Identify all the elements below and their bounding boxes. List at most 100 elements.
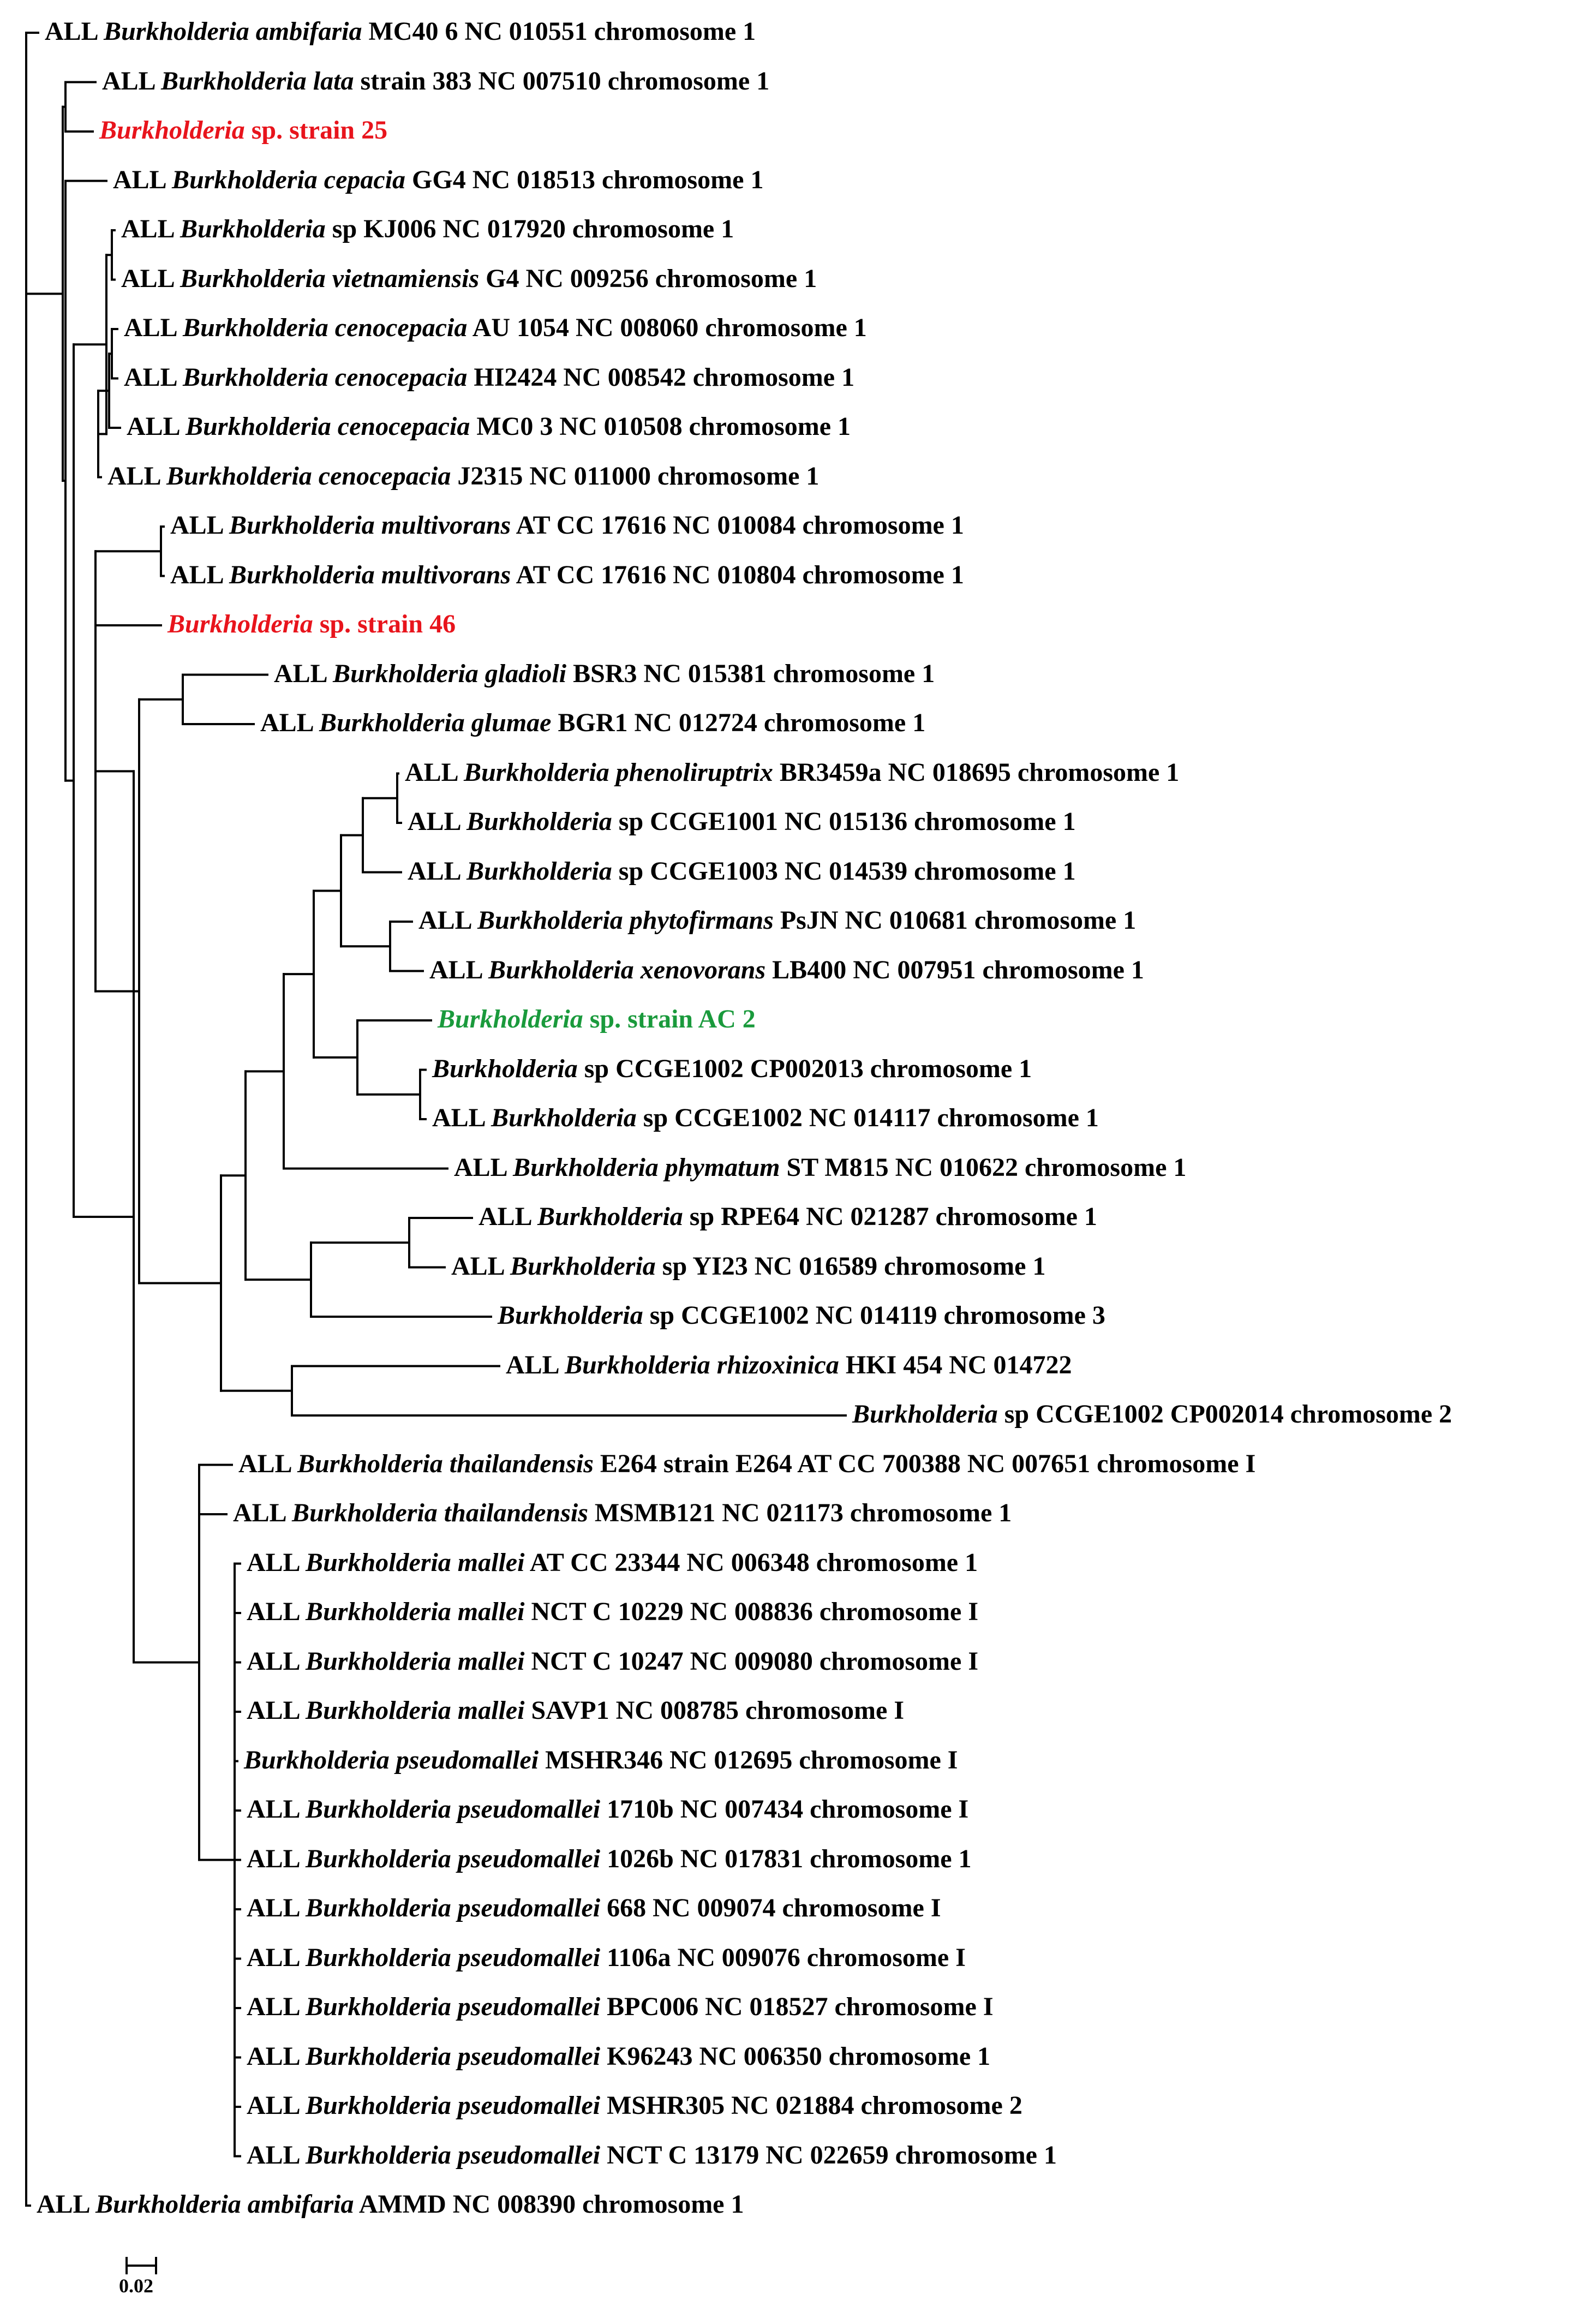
leaf-rest: AT CC 17616 NC 010804 chromosome 1 (516, 560, 964, 589)
leaf-rest: MSHR346 NC 012695 chromosome I (545, 1745, 958, 1775)
leaf-genus: Burkholderia (306, 1893, 451, 1922)
leaf-label-t35: ALL Burkholderia mallei SAVP1 NC 008785 … (247, 1695, 904, 1726)
leaf-prefix: ALL (233, 1498, 286, 1527)
leaf-species: thailandensis (449, 1449, 594, 1478)
leaf-species: vietnamiensis (332, 264, 480, 293)
leaf-prefix: ALL (127, 412, 180, 441)
leaf-prefix: ALL (247, 1548, 300, 1577)
leaf-genus: Burkholderia (306, 1548, 451, 1577)
leaf-species: pseudomallei (396, 1745, 539, 1775)
leaf-genus: Burkholderia (537, 1202, 683, 1231)
leaf-genus: Burkholderia (99, 116, 245, 145)
leaf-genus: Burkholderia (306, 1696, 451, 1725)
leaf-genus: Burkholderia (229, 511, 375, 540)
leaf-genus: Burkholderia (186, 412, 331, 441)
leaf-label-t26: ALL Burkholderia sp YI23 NC 016589 chrom… (451, 1251, 1045, 1282)
leaf-species: pseudomallei (457, 1943, 601, 1972)
leaf-label-t38: ALL Burkholderia pseudomallei 1026b NC 0… (247, 1844, 972, 1874)
leaf-genus: Burkholderia (95, 2190, 241, 2219)
leaf-species: multivorans (381, 511, 511, 540)
leaf-label-t15: ALL Burkholderia glumae BGR1 NC 012724 c… (260, 708, 925, 738)
leaf-label-t42: ALL Burkholderia pseudomallei K96243 NC … (247, 2041, 990, 2072)
leaf-label-t45: ALL Burkholderia ambifaria AMMD NC 00839… (37, 2189, 744, 2220)
leaf-prefix: ALL (124, 313, 177, 342)
leaf-label-t36: Burkholderia pseudomallei MSHR346 NC 012… (244, 1745, 958, 1776)
leaf-species: phenoliruptrix (615, 757, 773, 787)
leaf-rest: sp. strain 25 (251, 116, 388, 145)
leaf-species: phytofirmans (629, 906, 774, 935)
leaf-prefix: ALL (238, 1449, 291, 1478)
leaf-species: cenocepacia (334, 362, 468, 392)
leaf-prefix: ALL (247, 2091, 300, 2120)
leaf-label-t8: ALL Burkholderia cenocepacia HI2424 NC 0… (124, 362, 854, 393)
leaf-species: rhizoxinica (716, 1350, 839, 1379)
leaf-prefix: ALL (45, 17, 98, 46)
leaf-rest: MSMB121 NC 021173 chromosome 1 (594, 1498, 1012, 1527)
leaf-label-t3: Burkholderia sp. strain 25 (99, 115, 387, 146)
leaf-genus: Burkholderia (306, 1844, 451, 1873)
leaf-species: pseudomallei (457, 2041, 601, 2071)
leaf-genus: Burkholderia (306, 1597, 451, 1626)
leaf-rest: MC40 6 NC 010551 chromosome 1 (368, 17, 756, 46)
leaf-genus: Burkholderia (306, 2041, 451, 2071)
leaf-rest: sp KJ006 NC 017920 chromosome 1 (332, 214, 734, 243)
leaf-species: cepacia (324, 165, 406, 194)
leaf-rest: 668 NC 009074 chromosome I (607, 1893, 941, 1922)
leaf-rest: HI2424 NC 008542 chromosome 1 (474, 362, 855, 392)
leaf-prefix: ALL (274, 659, 327, 688)
leaf-species: phymatum (665, 1152, 780, 1182)
leaf-species: cenocepacia (318, 461, 451, 491)
leaf-genus: Burkholderia (172, 165, 318, 194)
leaf-prefix: ALL (506, 1350, 559, 1379)
leaf-genus: Burkholderia (466, 807, 612, 836)
leaf-label-t21: Burkholderia sp. strain AC 2 (438, 1004, 756, 1035)
leaf-genus: Burkholderia (319, 708, 465, 737)
leaf-species: ambifaria (247, 2190, 354, 2219)
leaf-label-t12: ALL Burkholderia multivorans AT CC 17616… (170, 560, 964, 590)
leaf-prefix: ALL (408, 807, 460, 836)
leaf-label-t44: ALL Burkholderia pseudomallei NCT C 1317… (247, 2140, 1057, 2171)
leaf-rest: BPC006 NC 018527 chromosome I (607, 1992, 994, 2021)
leaf-label-t5: ALL Burkholderia sp KJ006 NC 017920 chro… (121, 214, 734, 244)
leaf-rest: PsJN NC 010681 chromosome 1 (780, 906, 1137, 935)
leaf-rest: sp CCGE1003 NC 014539 chromosome 1 (618, 856, 1076, 886)
leaf-genus: Burkholderia (183, 313, 328, 342)
leaf-prefix: ALL (479, 1202, 531, 1231)
leaf-label-t10: ALL Burkholderia cenocepacia J2315 NC 01… (107, 461, 819, 492)
leaf-label-t11: ALL Burkholderia multivorans AT CC 17616… (170, 510, 964, 541)
leaf-prefix: ALL (247, 1992, 300, 2021)
leaf-species: cenocepacia (334, 313, 468, 342)
leaf-label-t25: ALL Burkholderia sp RPE64 NC 021287 chro… (479, 1202, 1097, 1232)
leaf-label-t14: ALL Burkholderia gladioli BSR3 NC 015381… (274, 659, 935, 689)
leaf-genus: Burkholderia (297, 1449, 443, 1478)
leaf-prefix: ALL (247, 1943, 300, 1972)
leaf-prefix: ALL (247, 1795, 300, 1824)
leaf-rest: sp CCGE1002 CP002014 chromosome 2 (1004, 1400, 1452, 1429)
leaf-rest: SAVP1 NC 008785 chromosome I (531, 1696, 905, 1725)
leaf-rest: ST M815 NC 010622 chromosome 1 (786, 1152, 1187, 1182)
leaf-genus: Burkholderia (306, 1943, 451, 1972)
leaf-rest: NCT C 13179 NC 022659 chromosome 1 (607, 2140, 1057, 2170)
leaf-label-t43: ALL Burkholderia pseudomallei MSHR305 NC… (247, 2090, 1022, 2121)
leaf-rest: K96243 NC 006350 chromosome 1 (607, 2041, 991, 2071)
leaf-label-t24: ALL Burkholderia phymatum ST M815 NC 010… (454, 1152, 1186, 1183)
leaf-rest: sp CCGE1002 NC 014117 chromosome 1 (643, 1103, 1099, 1132)
leaf-prefix: ALL (113, 165, 166, 194)
leaf-rest: NCT C 10247 NC 009080 chromosome I (531, 1646, 978, 1676)
leaf-prefix: ALL (124, 362, 177, 392)
leaf-genus: Burkholderia (166, 461, 312, 491)
leaf-label-t4: ALL Burkholderia cepacia GG4 NC 018513 c… (113, 165, 763, 195)
leaf-species: mallei (457, 1597, 525, 1626)
leaf-species: cenocepacia (337, 412, 470, 441)
scale-bar-label: 0.02 (119, 2275, 153, 2297)
leaf-rest: BSR3 NC 015381 chromosome 1 (573, 659, 935, 688)
leaf-label-t1: ALL Burkholderia ambifaria MC40 6 NC 010… (45, 16, 756, 47)
leaf-label-t37: ALL Burkholderia pseudomallei 1710b NC 0… (247, 1794, 968, 1825)
leaf-species: multivorans (381, 560, 511, 589)
leaf-rest: GG4 NC 018513 chromosome 1 (412, 165, 764, 194)
leaf-genus: Burkholderia (183, 362, 328, 392)
leaf-rest: sp RPE64 NC 021287 chromosome 1 (689, 1202, 1097, 1231)
leaf-prefix: ALL (170, 560, 223, 589)
